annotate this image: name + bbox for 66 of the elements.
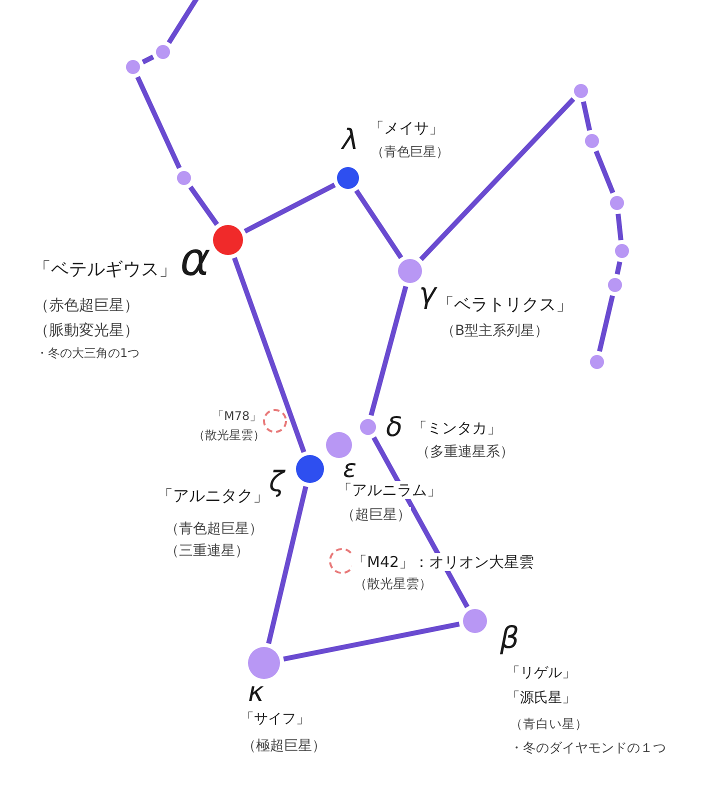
star-description: （赤色超巨星）	[34, 296, 139, 314]
star-name: 「ベラトリクス」	[437, 295, 573, 316]
constellation-line	[368, 286, 408, 416]
dashed-circle	[263, 409, 287, 433]
greek-letter: ε	[343, 454, 357, 483]
constellation-line	[244, 182, 336, 234]
dashed-circle	[329, 548, 355, 574]
star-description: （青色超巨星）	[165, 521, 263, 538]
constellation-line	[135, 76, 182, 170]
greek-letter: λ	[342, 123, 359, 157]
greek-letter: ζ	[269, 465, 284, 499]
star-dot	[213, 225, 243, 255]
greek-letter: κ	[248, 677, 264, 710]
star-dot	[326, 432, 352, 458]
constellation-line	[580, 101, 592, 131]
star-description: （三重連星）	[165, 543, 249, 560]
star-note: ・冬の大三角の1つ	[36, 346, 140, 360]
greek-letter: δ	[386, 412, 403, 444]
star-dot	[615, 244, 629, 258]
star-dot	[463, 609, 487, 633]
constellation-line	[354, 189, 404, 260]
star-dot	[248, 647, 280, 679]
constellation-line	[614, 261, 622, 275]
star-dot	[398, 259, 422, 283]
nebula-description: （散光星雲）	[354, 577, 432, 593]
star-name: 「アルニタク」	[157, 486, 269, 506]
star-name: 「リゲル」	[506, 665, 576, 682]
star-description: （青白い星）	[510, 716, 588, 731]
nebula-name: 「M42」：オリオン大星雲	[352, 553, 534, 571]
constellation-line	[419, 97, 576, 262]
star-description: （B型主系列星）	[441, 323, 549, 340]
star-dot	[608, 278, 622, 292]
star-name: 「メイサ」	[369, 119, 444, 137]
star-description: （多重連星系）	[416, 444, 514, 461]
nebula-name: 「M78」	[212, 409, 262, 424]
constellation-line	[597, 295, 615, 352]
constellation-line	[188, 186, 220, 226]
star-name: 「ミンタカ」	[412, 419, 502, 437]
star-description: （極超巨星）	[242, 738, 326, 755]
greek-letter: α	[180, 232, 210, 288]
constellation-line	[266, 486, 308, 644]
nebula-description: （散光星雲）	[193, 428, 265, 442]
constellation-line	[283, 622, 460, 662]
greek-letter: γ	[419, 276, 436, 311]
star-dot	[574, 84, 588, 98]
star-name: 「源氏星」	[506, 690, 576, 707]
star-dot	[585, 134, 599, 148]
constellation-line	[594, 150, 616, 194]
star-dot	[337, 167, 359, 189]
star-dot	[296, 455, 324, 483]
constellation-line	[166, 0, 200, 44]
constellation-line	[232, 257, 306, 453]
star-dot	[590, 355, 604, 369]
star-note: ・冬のダイヤモンドの１つ	[510, 741, 666, 757]
star-name: 「サイフ」	[240, 711, 310, 728]
star-dot	[126, 60, 140, 74]
constellation-line	[616, 214, 624, 240]
star-dot	[610, 196, 624, 210]
star-dot	[177, 171, 191, 185]
star-description: （青色巨星）	[371, 145, 449, 161]
star-description: （脈動変光星）	[34, 321, 139, 339]
star-name: 「ベテルギウス」	[33, 259, 177, 281]
star-dot	[156, 45, 170, 59]
greek-letter: β	[500, 621, 520, 657]
constellation-line	[142, 54, 154, 64]
star-dot	[360, 419, 376, 435]
